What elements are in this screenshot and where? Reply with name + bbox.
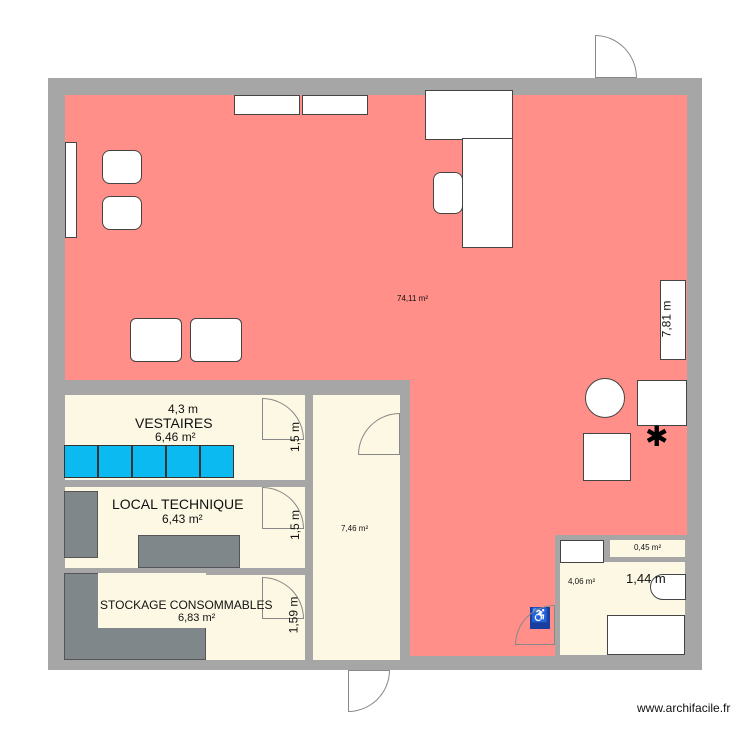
armchair (637, 380, 687, 426)
locker (64, 445, 98, 478)
closet-area: 0,45 m² (634, 543, 662, 552)
watermark[interactable]: www.archifacile.fr (637, 701, 731, 715)
local-technique-name: LOCAL TECHNIQUE (112, 496, 244, 512)
bathroom-width: 1,44 m (626, 571, 666, 586)
main-room-dimension: 7,81 m (659, 300, 674, 338)
exit-door[interactable] (348, 670, 390, 712)
main-room-area: 74,11 m² (397, 294, 428, 303)
desk (425, 90, 513, 140)
entrance-door[interactable] (595, 35, 637, 78)
locker (166, 445, 200, 478)
vestiaires-width: 4,3 m (168, 402, 199, 416)
room-closet[interactable] (610, 540, 685, 557)
plant-icon: ✱ (645, 421, 669, 452)
vestiaires-area: 6,46 m² (155, 430, 196, 444)
locker (132, 445, 166, 478)
cabinet (302, 95, 368, 115)
armchair (190, 318, 242, 362)
storage-gap (98, 573, 206, 628)
sink (560, 540, 604, 563)
armchair (130, 318, 182, 362)
local-technique-height: 1,5 m (288, 509, 303, 541)
stockage-name: STOCKAGE CONSOMMABLES (100, 598, 273, 612)
locker (200, 445, 234, 478)
technical-unit (138, 535, 240, 568)
round-table (585, 378, 625, 418)
corridor-area: 7,46 m² (341, 524, 369, 533)
cabinet (234, 95, 300, 115)
wash-chair (102, 196, 142, 230)
toilet (650, 574, 686, 600)
wall-shelf (65, 142, 77, 238)
stockage-height: 1,59 m (286, 596, 301, 634)
shower (607, 615, 685, 655)
stockage-area: 6,83 m² (178, 612, 216, 624)
office-chair (433, 172, 463, 214)
bathroom-area: 4,06 m² (568, 577, 596, 586)
armchair (583, 433, 631, 481)
local-technique-area: 6,43 m² (162, 512, 203, 526)
desk-return (462, 138, 513, 248)
vestiaires-name: VESTAIRES (135, 415, 213, 431)
vestiaires-height: 1,5 m (288, 421, 303, 453)
shelving-unit (660, 280, 686, 360)
technical-unit (64, 491, 98, 558)
wash-chair (102, 150, 142, 184)
locker (98, 445, 132, 478)
